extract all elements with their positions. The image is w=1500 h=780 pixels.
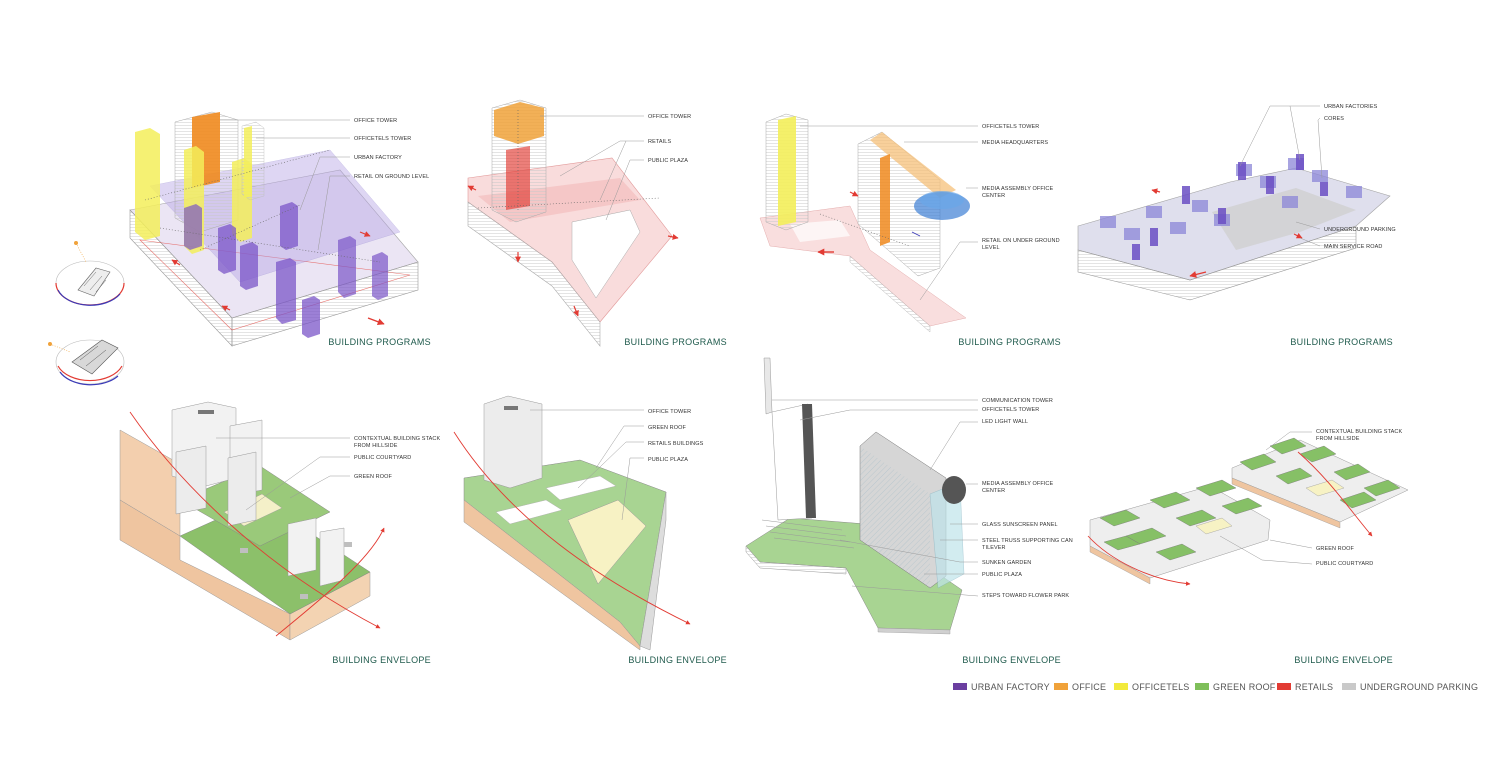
caption-building-programs-1: BUILDING PROGRAMS: [328, 337, 431, 347]
callout-media-assembly-office: MEDIA ASSEMBLY OFFICE: [982, 186, 1054, 192]
callout-main-service-road: MAIN SERVICE ROAD: [1324, 244, 1382, 250]
callout-steel-truss: STEEL TRUSS SUPPORTING CAN: [982, 538, 1073, 544]
callout-green-roof: GREEN ROOF: [354, 474, 393, 480]
callout-urban-factories: URBAN FACTORIES: [1324, 104, 1378, 110]
callout-office-tower: OFFICE TOWER: [648, 409, 691, 415]
callout-green-roof: GREEN ROOF: [648, 425, 687, 431]
legend-item-urban-factory: URBAN FACTORY: [953, 682, 1050, 692]
callout-media-assembly-center: CENTER: [982, 193, 1005, 199]
legend-swatch: [1277, 683, 1291, 690]
callout-cores: CORES: [1324, 116, 1344, 122]
callout-public-courtyard: PUBLIC COURTYARD: [1316, 561, 1373, 567]
legend-swatch: [1054, 683, 1068, 690]
envelope-panel-3: COMMUNICATION TOWER OFFICETELS TOWER LED…: [745, 357, 1073, 665]
callout-officetels-tower: OFFICETELS TOWER: [982, 124, 1039, 130]
legend-label: URBAN FACTORY: [971, 682, 1050, 692]
callout-from-hillside: FROM HILLSIDE: [354, 443, 398, 449]
caption-building-programs-3: BUILDING PROGRAMS: [958, 337, 1061, 347]
site-orientation-icon-1: [55, 241, 125, 306]
callout-contextual-stack: CONTEXTUAL BUILDING STACK: [1316, 429, 1402, 435]
callout-public-plaza: PUBLIC PLAZA: [648, 158, 688, 164]
callout-media-headquarters: MEDIA HEADQUARTERS: [982, 140, 1048, 146]
programs-panel-1: OFFICE TOWER OFFICETELS TOWER URBAN FACT…: [129, 111, 431, 347]
caption-building-programs-2: BUILDING PROGRAMS: [624, 337, 727, 347]
callout-retails: RETAILS: [648, 139, 671, 145]
legend-label: GREEN ROOF: [1213, 682, 1276, 692]
callout-officetels-tower: OFFICETELS TOWER: [982, 407, 1039, 413]
callout-retail-underground-level: LEVEL: [982, 245, 1000, 251]
callout-led-light-wall: LED LIGHT WALL: [982, 419, 1028, 425]
callout-retail-underground: RETAIL ON UNDER GROUND: [982, 238, 1060, 244]
callout-media-assembly-center: CENTER: [982, 488, 1005, 494]
legend-swatch: [1195, 683, 1209, 690]
legend-swatch: [1342, 683, 1356, 690]
envelope-panel-4: CONTEXTUAL BUILDING STACK FROM HILLSIDE …: [1087, 429, 1409, 665]
legend-label: OFFICETELS: [1132, 682, 1190, 692]
callout-media-assembly-office: MEDIA ASSEMBLY OFFICE: [982, 481, 1054, 487]
legend-swatch: [1114, 683, 1128, 690]
programs-panel-4: URBAN FACTORIES CORES UNDERGROUND PARKIN…: [1077, 104, 1396, 347]
callout-underground-parking: UNDERGROUND PARKING: [1324, 227, 1396, 233]
callout-public-plaza: PUBLIC PLAZA: [648, 457, 688, 463]
legend-item-green-roof: GREEN ROOF: [1195, 682, 1276, 692]
caption-building-programs-4: BUILDING PROGRAMS: [1290, 337, 1393, 347]
callout-urban-factory: URBAN FACTORY: [354, 155, 402, 161]
programs-panel-3: OFFICETELS TOWER MEDIA HEADQUARTERS MEDI…: [759, 113, 1061, 347]
legend-item-underground-parking: UNDERGROUND PARKING: [1342, 682, 1478, 692]
callout-green-roof: GREEN ROOF: [1316, 546, 1355, 552]
legend-item-officetels: OFFICETELS: [1114, 682, 1190, 692]
callout-from-hillside: FROM HILLSIDE: [1316, 436, 1360, 442]
callout-steps-flower-park: STEPS TOWARD FLOWER PARK: [982, 593, 1069, 599]
legend-item-office: OFFICE: [1054, 682, 1106, 692]
legend-label: RETAILS: [1295, 682, 1333, 692]
legend-label: OFFICE: [1072, 682, 1106, 692]
callout-officetels-tower: OFFICETELS TOWER: [354, 136, 411, 142]
callout-public-courtyard: PUBLIC COURTYARD: [354, 455, 411, 461]
legend-label: UNDERGROUND PARKING: [1360, 682, 1478, 692]
envelope-panel-1: CONTEXTUAL BUILDING STACK FROM HILLSIDE …: [119, 401, 440, 665]
caption-building-envelope-1: BUILDING ENVELOPE: [332, 655, 431, 665]
callout-glass-sunscreen: GLASS SUNSCREEN PANEL: [982, 522, 1058, 528]
callout-communication-tower: COMMUNICATION TOWER: [982, 398, 1053, 404]
callout-public-plaza: PUBLIC PLAZA: [982, 572, 1022, 578]
legend-item-retails: RETAILS: [1277, 682, 1333, 692]
envelope-panel-2: OFFICE TOWER GREEN ROOF RETAILS BUILDING…: [453, 395, 727, 665]
legend-swatch: [953, 683, 967, 690]
callout-retails-buildings: RETAILS BUILDINGS: [648, 441, 704, 447]
caption-building-envelope-3: BUILDING ENVELOPE: [962, 655, 1061, 665]
callout-office-tower: OFFICE TOWER: [648, 114, 691, 120]
site-orientation-icon-2: [48, 339, 125, 386]
programs-panel-2: OFFICE TOWER RETAILS PUBLIC PLAZA BUILDI…: [467, 99, 727, 347]
callout-retail-ground-level: RETAIL ON GROUND LEVEL: [354, 174, 429, 180]
callout-steel-truss-tilever: TILEVER: [982, 545, 1006, 551]
caption-building-envelope-2: BUILDING ENVELOPE: [628, 655, 727, 665]
legend: URBAN FACTORY OFFICE OFFICETELS GREEN RO…: [953, 682, 1478, 692]
callout-office-tower: OFFICE TOWER: [354, 118, 397, 124]
caption-building-envelope-4: BUILDING ENVELOPE: [1294, 655, 1393, 665]
callout-contextual-stack: CONTEXTUAL BUILDING STACK: [354, 436, 440, 442]
callout-sunken-garden: SUNKEN GARDEN: [982, 560, 1031, 566]
